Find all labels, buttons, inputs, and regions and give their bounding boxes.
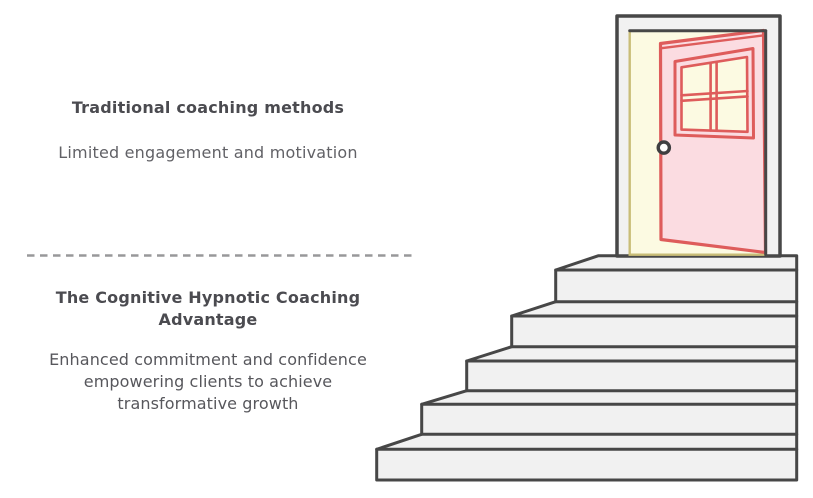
after-title-text: The Cognitive Hypnotic Coaching Advantag… — [55, 288, 361, 329]
dashed-divider — [27, 254, 413, 257]
door-window-mullion-vertical — [709, 60, 718, 132]
comparison-text-column: Traditional coaching methods Limited eng… — [6, 0, 413, 498]
after-description: Enhanced commitment and confidence empow… — [6, 349, 410, 415]
before-description: Limited engagement and motivation — [58, 143, 358, 162]
after-description-text: Enhanced commitment and confidence empow… — [49, 350, 367, 413]
staircase-outline — [375, 254, 799, 482]
before-title: Traditional coaching methods — [71, 98, 345, 117]
after-title: The Cognitive Hypnotic Coaching Advantag… — [6, 287, 410, 331]
door-window — [673, 47, 755, 140]
staircase-step-lines — [375, 268, 799, 451]
door-knob — [656, 140, 672, 155]
door-top-edge-line — [660, 34, 765, 50]
door-window-mullion-horizontal — [680, 89, 749, 103]
open-door — [658, 28, 768, 255]
staircase — [375, 254, 799, 482]
